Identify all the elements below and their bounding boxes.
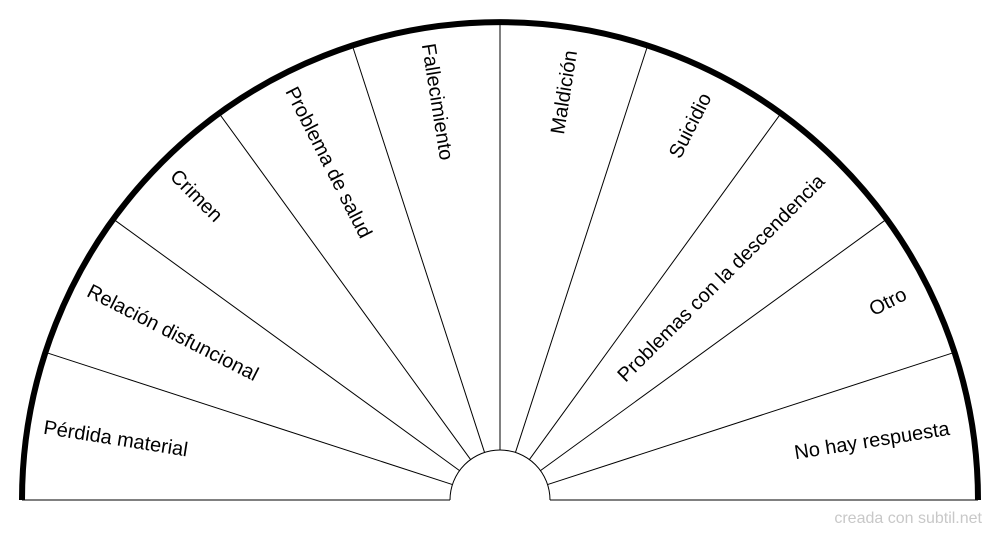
divider-line [112,218,460,472]
segment-label: Pérdida material [42,417,189,462]
credit-footer: creada con subtil.net [834,510,982,527]
segment-label: Otro [866,284,911,321]
segment-label: Fallecimiento [417,42,457,162]
outer-arc [19,19,981,501]
segment-label: Crimen [166,166,227,227]
divider-line [547,351,955,486]
divider-line [540,218,888,472]
divider-line [528,112,782,460]
inner-hub-arc [449,449,551,501]
divider-line [351,45,486,453]
segment-label: Suicidio [665,90,716,162]
divider-line [218,112,472,460]
segment-label: Problemas con la descendencia [613,170,830,387]
chart-arcs [19,19,981,501]
segment-label: Relación disfuncional [83,280,261,385]
segment-dividers [22,22,978,501]
segment-labels: Pérdida material Relación disfuncional Cri… [42,42,952,464]
segment-label: No hay respuesta [793,418,952,464]
divider-line [45,351,453,486]
segment-label: Maldición [547,49,582,136]
divider-line [514,45,649,453]
